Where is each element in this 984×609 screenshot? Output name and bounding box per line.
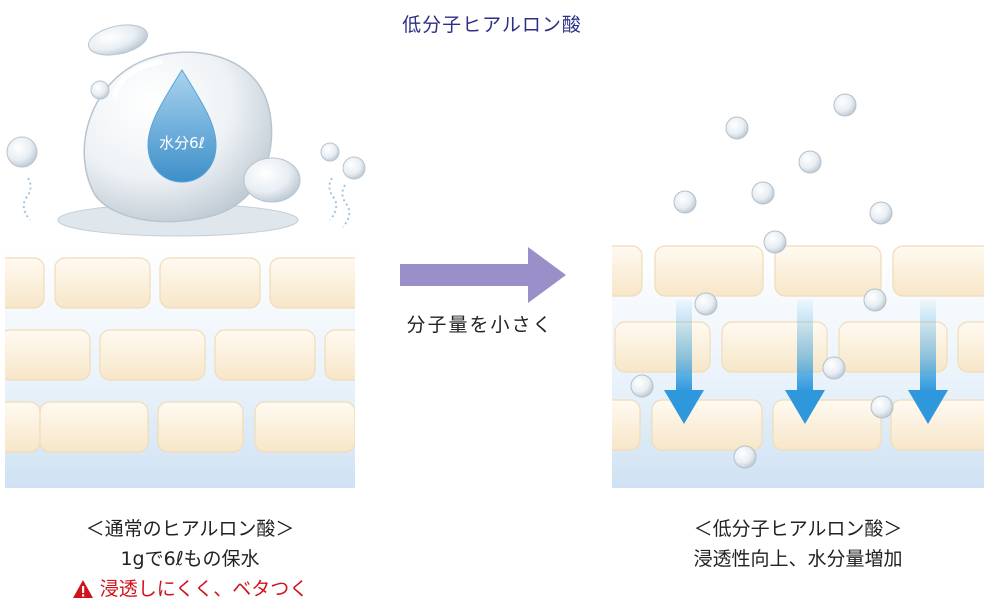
left-caption: ＜通常のヒアルロン酸＞ 1gで6ℓもの保水 浸透しにくく、ベタつく [20, 514, 360, 604]
right-caption-detail: 浸透性向上、水分量増加 [693, 548, 903, 570]
right-skin-layer [612, 93, 984, 488]
warning-triangle-icon [72, 580, 93, 598]
skin-cell [159, 257, 261, 309]
skin-cell [772, 399, 882, 451]
drop-label: 水分6ℓ [159, 134, 205, 152]
left-caption-title: ＜通常のヒアルロン酸＞ [85, 518, 295, 540]
skin-cell [39, 401, 149, 453]
right-caption: ＜低分子ヒアルロン酸＞ 浸透性向上、水分量増加 [612, 514, 984, 574]
skin-cell [254, 401, 355, 453]
diagram-title: 低分子ヒアルロン酸 [402, 14, 582, 36]
skin-cell [214, 329, 316, 381]
skin-cell [5, 329, 91, 381]
skin-cell [157, 401, 244, 453]
transition-arrow [400, 247, 566, 303]
left-caption-detail: 1gで6ℓもの保水 [120, 548, 260, 570]
right-caption-title: ＜低分子ヒアルロン酸＞ [693, 518, 903, 540]
skin-cell [54, 257, 151, 309]
skin-cell [269, 257, 355, 309]
left-skin-layer [5, 243, 355, 488]
skin-cell [892, 245, 984, 297]
skin-cell [612, 245, 643, 297]
skin-cell [612, 399, 641, 451]
skin-cell [614, 321, 711, 373]
skin-cell [5, 257, 45, 309]
hyaluronic-blob: 水分6ℓ [6, 24, 366, 237]
arrow-label: 分子量を小さく [406, 314, 554, 336]
penetration-arrows [664, 300, 948, 424]
warning-text: 浸透しにくく、ベタつく [99, 578, 309, 600]
water-drop-icon [147, 69, 217, 183]
warning-line: 浸透しにくく、ベタつく [20, 574, 360, 604]
skin-cell [957, 321, 984, 373]
skin-cell [99, 329, 206, 381]
small-molecules [630, 93, 894, 469]
skin-cell [654, 245, 764, 297]
skin-cell [324, 329, 355, 381]
skin-cell [774, 245, 882, 297]
skin-cell [5, 401, 41, 453]
skin-cell [651, 399, 763, 451]
